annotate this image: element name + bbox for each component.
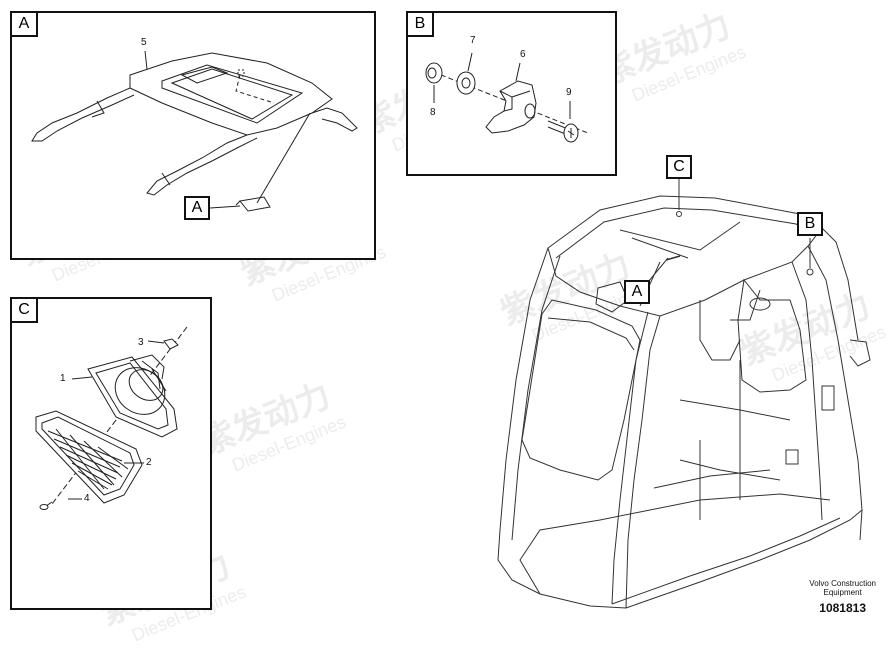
part-number-4: 4 xyxy=(84,493,90,504)
part-number-1: 1 xyxy=(60,373,66,384)
detail-panel-c: C xyxy=(10,297,212,610)
speaker-assembly-drawing xyxy=(35,326,188,510)
cab-frame-drawing xyxy=(497,178,871,609)
callout-a: A xyxy=(184,196,210,220)
roof-frame-drawing xyxy=(31,50,358,212)
panel-label-b: B xyxy=(406,11,434,37)
callout-a-leader xyxy=(209,205,241,209)
part-number-6: 6 xyxy=(520,49,526,60)
part-number-9: 9 xyxy=(566,87,572,98)
panel-label-c: C xyxy=(10,297,38,323)
detail-panel-b: B 7 6 8 9 xyxy=(406,11,617,176)
footer-company: Volvo Construction xyxy=(809,579,876,588)
part-number-7: 7 xyxy=(470,35,476,46)
part-number-2: 2 xyxy=(146,457,152,468)
part-number-3: 3 xyxy=(138,337,144,348)
panel-label-a: A xyxy=(10,11,38,37)
drawing-footer: Volvo Construction Equipment 1081813 xyxy=(809,579,876,615)
mounting-hardware-drawing xyxy=(425,52,589,143)
drawing-number: 1081813 xyxy=(819,601,866,615)
detail-panel-a: A 5 A xyxy=(10,11,376,260)
cab-callout-c: C xyxy=(666,155,692,179)
cab-callout-a: A xyxy=(624,280,650,304)
cab-callout-b: B xyxy=(797,212,823,236)
footer-company-line2: Equipment xyxy=(823,588,862,597)
part-number-5: 5 xyxy=(141,37,147,48)
part-number-8: 8 xyxy=(430,107,436,118)
